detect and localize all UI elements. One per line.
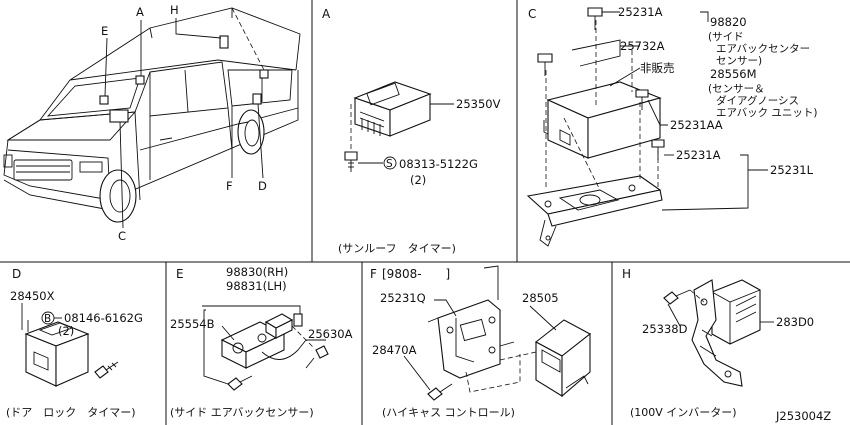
assy-98820-desc-1: (サイド bbox=[708, 31, 744, 43]
part-283d0: 283D0 bbox=[776, 315, 814, 329]
caption-door-lock-timer: (ドア ロック タイマー) bbox=[6, 406, 136, 419]
unit-c-marker bbox=[109, 109, 129, 123]
part-25554b: 25554B bbox=[170, 317, 215, 331]
part-25338d: 25338D bbox=[642, 322, 688, 336]
panel-h-header: H bbox=[622, 267, 631, 281]
diagram-code: J253004Z bbox=[775, 409, 831, 423]
panel-a-bolt-qty: (2) bbox=[410, 173, 426, 187]
panel-c-header: C bbox=[528, 7, 536, 21]
part-98830-rh: 98830(RH) bbox=[226, 265, 288, 279]
part-28470a: 28470A bbox=[372, 343, 417, 357]
part-25231a-top: 25231A bbox=[618, 5, 663, 19]
label-not-for-sale: 非販売 bbox=[640, 61, 675, 75]
assy-98820-desc-2: エアバックセンター bbox=[716, 43, 810, 55]
callout-a: A bbox=[136, 5, 144, 19]
panel-e-header: E bbox=[176, 267, 184, 281]
vehicle-overview bbox=[3, 7, 301, 229]
part-28450x: 28450X bbox=[10, 289, 55, 303]
part-25231l: 25231L bbox=[770, 163, 814, 177]
assy-28556m-desc-1: (センサー＆ bbox=[708, 83, 765, 95]
part-08313-5122g: 08313-5122G bbox=[399, 157, 478, 171]
callout-e: E bbox=[101, 24, 108, 38]
panel-c: C bbox=[526, 5, 818, 247]
panel-f: F [9808- ] 25231Q 28505 28470A (ハイキャス コン… bbox=[370, 265, 591, 419]
panel-a-header: A bbox=[322, 7, 331, 21]
part-25231aa: 25231AA bbox=[670, 118, 723, 132]
panel-a-bolt-symbol: S bbox=[386, 158, 393, 170]
part-25231q: 25231Q bbox=[380, 291, 426, 305]
assy-28556m: 28556M bbox=[710, 67, 757, 81]
assy-28556m-desc-3: エアバック ユニット) bbox=[716, 107, 818, 119]
part-25732a: 25732A bbox=[620, 39, 665, 53]
overview-callouts: A H E F D C bbox=[101, 3, 267, 243]
panel-d-bolt-qty: (2) bbox=[58, 324, 74, 338]
callout-d: D bbox=[258, 179, 267, 193]
part-98831-lh: 98831(LH) bbox=[226, 279, 287, 293]
panel-e: E 98830(RH) 98831(LH) 25554B 25630A (サイド… bbox=[170, 265, 353, 419]
caption-sunroof-timer: (サンルーフ タイマー) bbox=[338, 242, 456, 255]
panel-f-date-range: [9808- ] bbox=[382, 267, 450, 281]
caption-side-airbag-sensor: (サイド エアバックセンサー) bbox=[170, 406, 314, 419]
panel-d-bolt-symbol: B bbox=[44, 313, 51, 325]
callout-f: F bbox=[226, 179, 233, 193]
panel-d: D B 28450X 08146-6162G (2) (ドア ロック タイマー) bbox=[6, 267, 143, 419]
part-25231a-bottom: 25231A bbox=[676, 148, 721, 162]
part-28505: 28505 bbox=[522, 291, 559, 305]
part-25350v: 25350V bbox=[456, 97, 501, 111]
assy-98820-desc-3: センサー) bbox=[716, 55, 762, 67]
panel-h: H 25338D 283D0 (100V インバーター) bbox=[622, 267, 814, 419]
part-08146-6162g: 08146-6162G bbox=[64, 311, 143, 325]
panel-d-header: D bbox=[12, 267, 21, 281]
callout-h: H bbox=[170, 3, 179, 17]
assy-98820: 98820 bbox=[710, 15, 747, 29]
part-25630a: 25630A bbox=[308, 327, 353, 341]
assy-28556m-desc-2: ダイアグノーシス bbox=[716, 94, 799, 107]
caption-100v-inverter: (100V インバーター) bbox=[630, 406, 737, 419]
caption-hicas-control: (ハイキャス コントロール) bbox=[382, 406, 515, 419]
panel-f-header: F bbox=[370, 267, 377, 281]
callout-c: C bbox=[118, 229, 126, 243]
panel-a: A S 25350V 08313-5122G (2) (サンルーフ タイマー) bbox=[322, 7, 501, 255]
